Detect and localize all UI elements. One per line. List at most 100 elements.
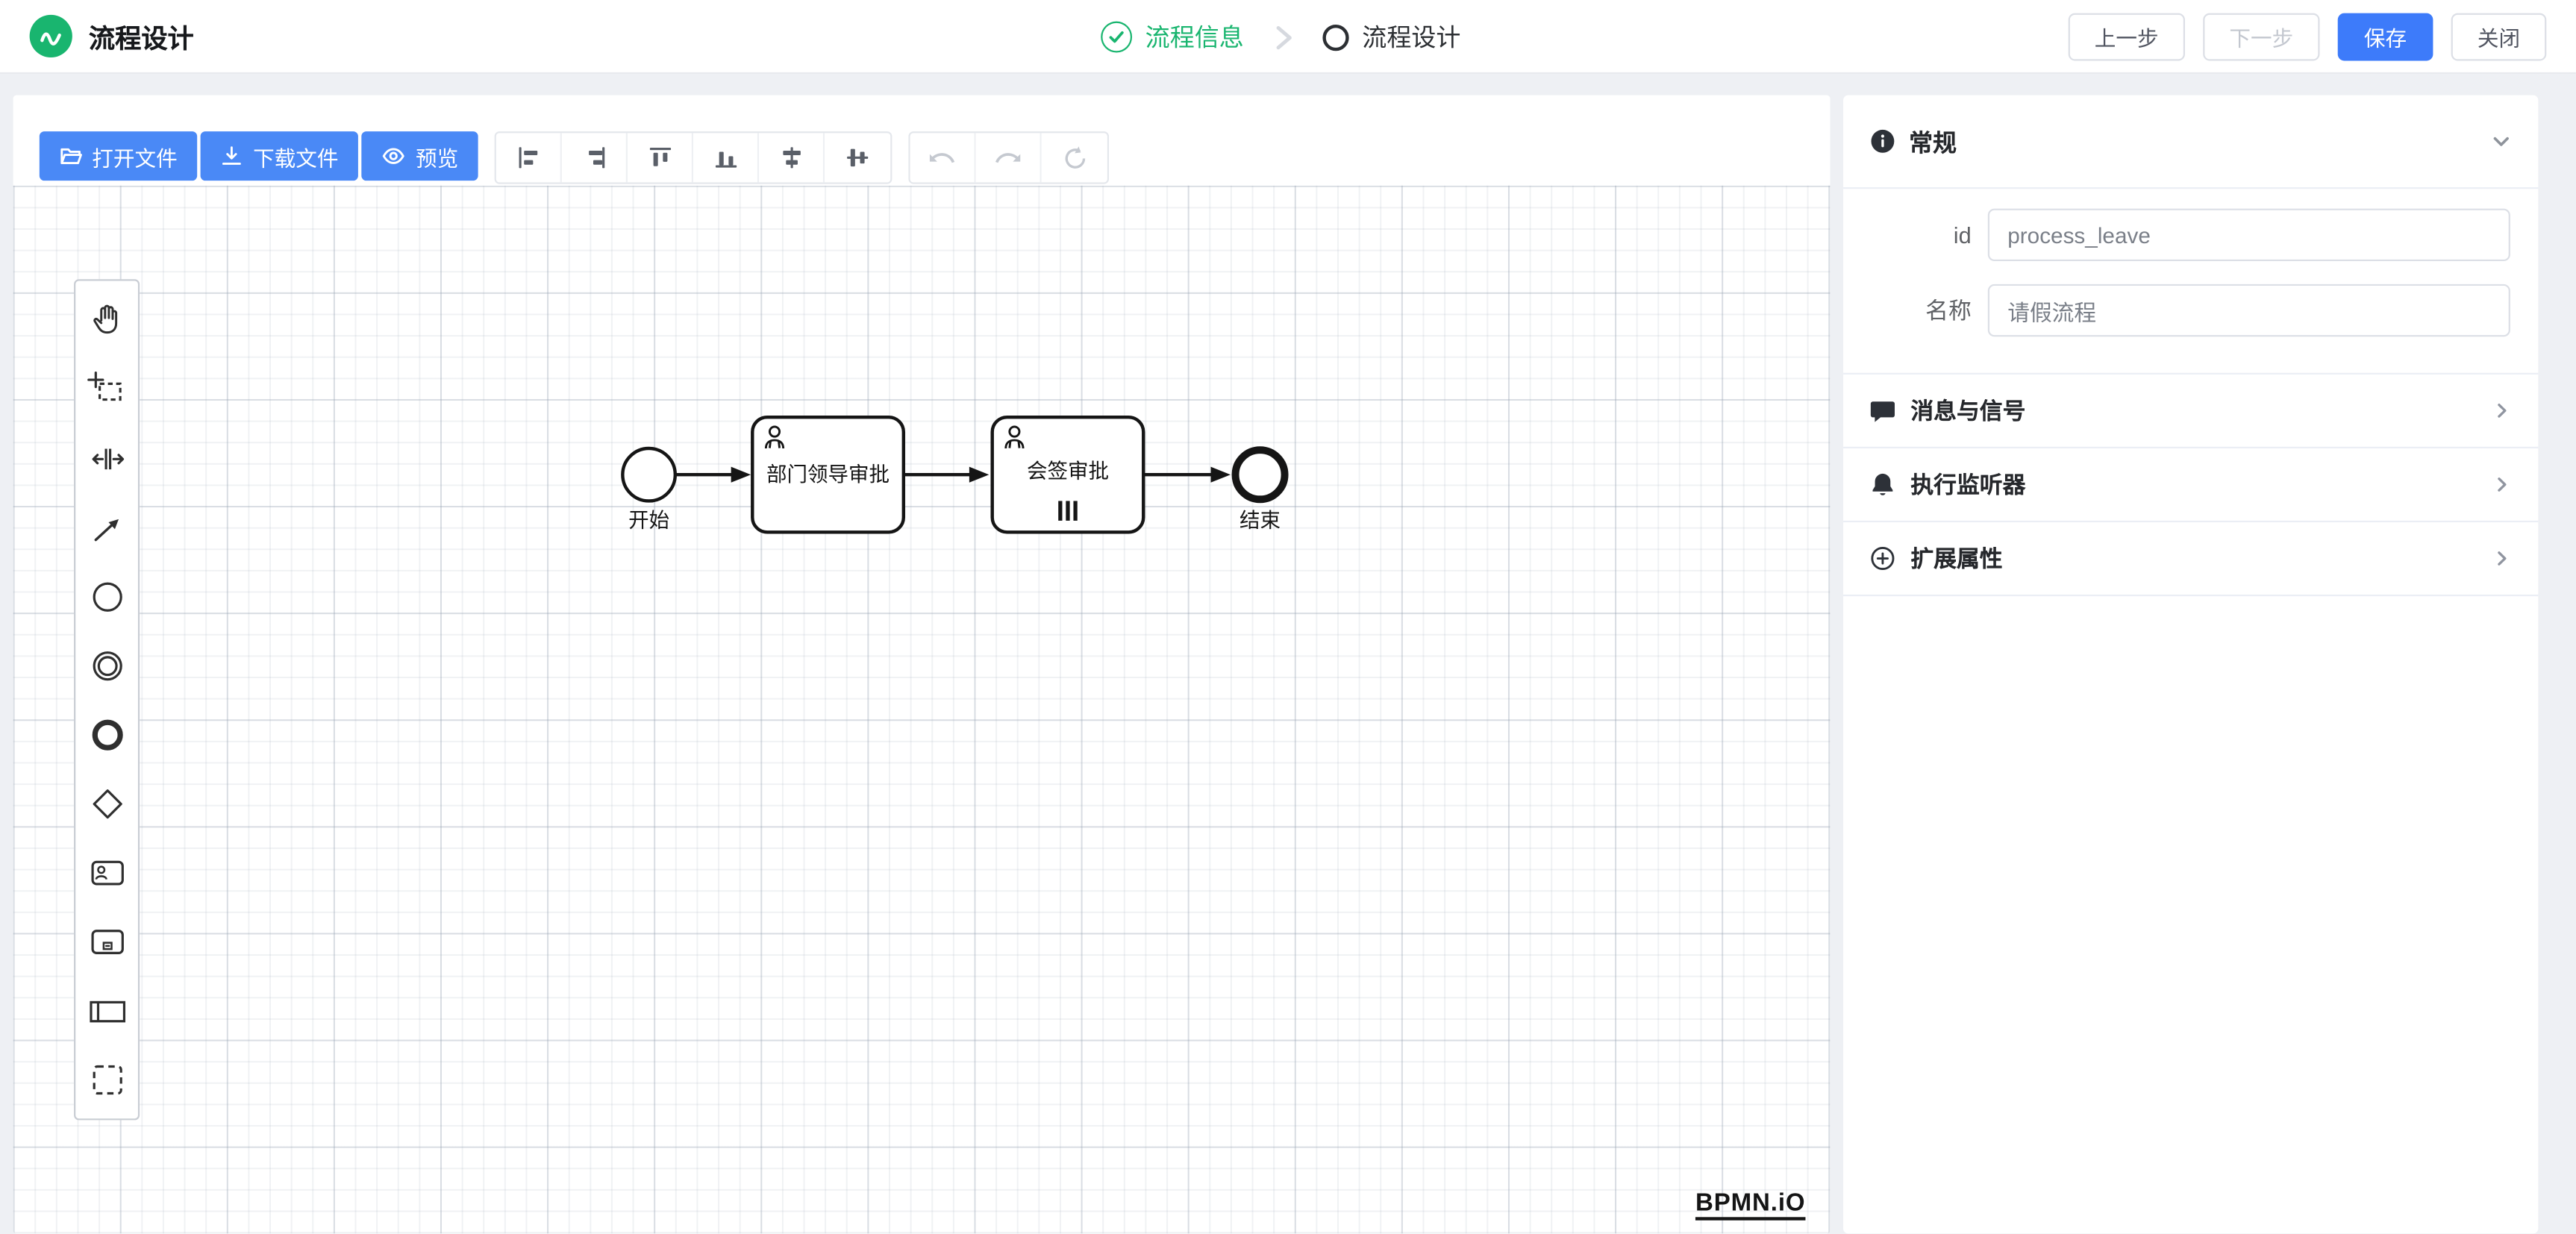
step-label: 流程信息 — [1145, 25, 1244, 53]
sequence-flow[interactable] — [675, 466, 751, 483]
subprocess-icon — [90, 929, 123, 953]
align-right-icon — [588, 147, 604, 169]
open-file-button[interactable]: 打开文件 — [39, 131, 198, 181]
next-step-button[interactable]: 下一步 — [2203, 12, 2320, 60]
space-tool-icon — [91, 448, 124, 469]
align-bottom-icon — [714, 151, 737, 168]
bpmn-io-logo[interactable]: BPMN.iO — [1695, 1189, 1806, 1221]
download-file-button[interactable]: 下载文件 — [200, 131, 358, 181]
task-label: 部门领导审批 — [766, 463, 890, 486]
align-bottom-button[interactable] — [693, 133, 760, 183]
align-left-button[interactable] — [495, 133, 563, 183]
hand-tool-icon — [93, 304, 117, 333]
app-logo — [29, 14, 72, 58]
section-label: 消息与信号 — [1910, 397, 2026, 424]
global-connect-tool[interactable] — [75, 492, 138, 561]
message-icon — [1870, 401, 1895, 422]
download-icon — [222, 146, 241, 165]
section-extended-properties[interactable]: 扩展属性 — [1843, 520, 2539, 597]
logo-wave-icon — [40, 32, 61, 46]
step-process-info[interactable]: 流程信息 — [1101, 19, 1244, 54]
align-center-horizontal-icon — [782, 147, 800, 169]
user-task-icon — [1004, 425, 1025, 449]
canvas-grid — [13, 185, 1831, 1234]
process-name-label: 名称 — [1925, 297, 1972, 324]
start-event-label: 开始 — [628, 509, 669, 532]
redo-icon — [995, 152, 1021, 163]
align-center-vertical-icon — [847, 148, 869, 167]
bell-icon — [1872, 473, 1893, 495]
button-label: 预览 — [416, 145, 459, 170]
header-actions: 上一步 下一步 保存 关闭 — [2068, 12, 2547, 60]
process-name-input[interactable] — [1987, 284, 2510, 337]
folder-open-icon — [60, 148, 82, 165]
gateway-icon — [92, 788, 122, 818]
align-top-icon — [648, 148, 671, 166]
create-group[interactable] — [75, 1044, 138, 1113]
button-label: 打开文件 — [92, 145, 178, 170]
task-label: 会签审批 — [1027, 460, 1109, 483]
create-subprocess[interactable] — [75, 906, 138, 975]
lasso-tool-icon — [87, 370, 121, 401]
process-id-label: id — [1953, 222, 1972, 248]
sequence-flow[interactable] — [1143, 466, 1231, 483]
align-button-group — [494, 131, 892, 184]
preview-button[interactable]: 预览 — [361, 131, 478, 181]
chevron-right-icon — [2492, 548, 2512, 568]
eye-icon — [382, 148, 404, 164]
canvas-toolbar: 打开文件 下载文件 预览 — [39, 131, 1110, 184]
bpmn-palette — [74, 279, 140, 1121]
connect-tool-icon — [93, 518, 118, 541]
chevron-right-icon — [1270, 22, 1296, 52]
align-center-horizontal-button[interactable] — [759, 133, 825, 183]
start-event-node[interactable]: 开始 — [621, 446, 678, 532]
task-node-department-approval[interactable]: 部门领导审批 — [751, 415, 906, 534]
redo-button[interactable] — [975, 133, 1042, 183]
plus-circle-icon — [1871, 546, 1895, 571]
create-intermediate-event[interactable] — [75, 630, 138, 699]
end-event-icon — [91, 718, 122, 750]
intermediate-event-icon — [92, 651, 122, 680]
user-task-icon — [764, 425, 785, 449]
section-title: 常规 — [1909, 131, 1957, 157]
parallel-multi-instance-marker — [1058, 501, 1078, 521]
restart-button[interactable] — [1041, 133, 1107, 183]
task-node-countersign-approval[interactable]: 会签审批 — [990, 415, 1145, 534]
create-participant[interactable] — [75, 976, 138, 1044]
close-button[interactable]: 关闭 — [2451, 12, 2547, 60]
lasso-tool[interactable] — [75, 355, 138, 424]
save-button[interactable]: 保存 — [2337, 12, 2433, 60]
section-general-header[interactable]: 常规 — [1843, 95, 2539, 190]
bpmn-diagram: 开始 部门领导审批 — [621, 415, 1289, 534]
file-button-group: 打开文件 下载文件 预览 — [39, 131, 478, 184]
align-center-vertical-button[interactable] — [825, 133, 891, 183]
space-tool[interactable] — [75, 424, 138, 492]
step-process-design[interactable]: 流程设计 — [1322, 19, 1460, 54]
section-messages-signals[interactable]: 消息与信号 — [1843, 372, 2539, 447]
group-icon — [92, 1064, 122, 1094]
general-form: id 名称 — [1843, 189, 2538, 337]
create-gateway[interactable] — [75, 768, 138, 837]
undo-icon — [930, 152, 955, 163]
align-left-icon — [518, 147, 537, 169]
section-execution-listeners[interactable]: 执行监听器 — [1843, 446, 2539, 521]
prev-step-button[interactable]: 上一步 — [2068, 12, 2185, 60]
restart-icon — [1064, 145, 1085, 168]
sequence-flow[interactable] — [903, 466, 990, 483]
create-user-task[interactable] — [75, 838, 138, 906]
step-label: 流程设计 — [1362, 25, 1461, 53]
circle-icon — [1322, 23, 1349, 51]
bpmn-canvas[interactable]: 打开文件 下载文件 预览 — [13, 95, 1831, 1234]
align-right-button[interactable] — [562, 133, 628, 183]
create-end-event[interactable] — [75, 700, 138, 768]
hand-tool[interactable] — [75, 286, 138, 354]
process-id-input[interactable] — [1987, 208, 2510, 262]
participant-icon — [89, 1000, 125, 1022]
check-circle-icon — [1101, 21, 1133, 53]
create-start-event[interactable] — [75, 562, 138, 630]
chevron-down-icon — [2490, 131, 2512, 152]
align-top-button[interactable] — [628, 133, 694, 183]
end-event-node[interactable]: 结束 — [1231, 446, 1289, 532]
undo-button[interactable] — [910, 133, 976, 183]
